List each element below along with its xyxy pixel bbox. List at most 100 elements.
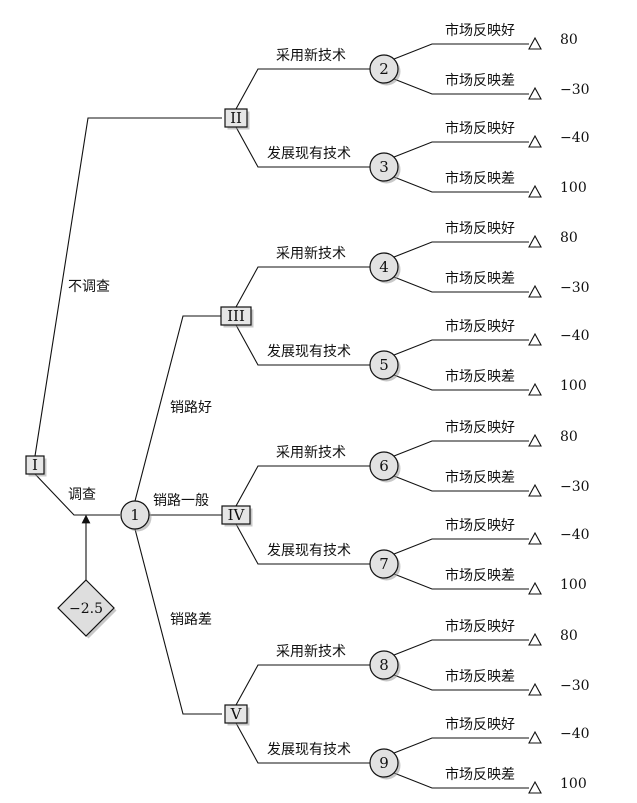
edge-sales-normal-new-tech <box>235 465 370 507</box>
chance-node-3 <box>369 152 399 182</box>
terminal-sales-normal-existing-tech-market-bad <box>528 581 542 595</box>
branch-label-sales-normal-existing-tech: 发展现有技术 <box>267 543 351 559</box>
decision-node-no-survey <box>224 108 248 128</box>
decision-node-sales-normal <box>221 505 251 525</box>
edge-no-survey-existing-tech-market-bad <box>393 176 529 193</box>
chance-node-6 <box>369 451 399 481</box>
chance-node-4-label: 4 <box>379 258 389 276</box>
decision-node-sales-good <box>220 306 252 326</box>
decision-node-sales-normal-label: IV <box>228 506 246 524</box>
edge-no-survey-new-tech-market-bad <box>393 78 529 95</box>
edge-sales-bad-existing-tech-market-bad <box>393 772 529 789</box>
edge-survey <box>34 473 120 516</box>
edge-sales-normal-existing-tech <box>235 523 370 565</box>
chance-node-7-label: 7 <box>379 555 389 573</box>
decision-node-sales-bad <box>224 704 248 724</box>
decision-node-root <box>25 455 45 475</box>
branch-label-no-survey: 不调查 <box>68 279 110 295</box>
branch-label-sales-bad-new-tech-market-good: 市场反映好 <box>445 618 515 635</box>
branch-label-sales-bad-new-tech-market-bad: 市场反映差 <box>445 668 515 685</box>
decision-node-sales-bad-label: V <box>230 705 243 723</box>
survey-cost-value: −2.5 <box>69 601 103 617</box>
terminal-no-survey-new-tech-market-bad <box>528 86 542 100</box>
branch-label-sales-normal-existing-tech-market-good: 市场反映好 <box>445 517 515 534</box>
branch-label-no-survey-new-tech-market-bad: 市场反映差 <box>445 72 515 89</box>
payoff-sales-normal-new-tech-market-bad: −30 <box>560 479 590 495</box>
branch-label-sales-bad-existing-tech: 发展现有技术 <box>267 742 351 758</box>
chance-node-8 <box>369 650 399 680</box>
branch-label-sales-good-new-tech: 采用新技术 <box>276 246 346 262</box>
edge-sales-good-existing-tech-market-good <box>393 339 529 356</box>
payoff-sales-good-existing-tech-market-bad: 100 <box>560 378 587 394</box>
payoff-sales-bad-existing-tech-market-bad: 100 <box>560 776 587 792</box>
chance-node-4 <box>369 252 399 282</box>
branch-label-survey: 调查 <box>68 487 96 503</box>
branch-label-sales-normal-existing-tech-market-bad: 市场反映差 <box>445 567 515 584</box>
edge-sales-normal-existing-tech-market-bad <box>393 573 529 590</box>
terminal-sales-good-existing-tech-market-bad <box>528 382 542 396</box>
chance-node-9-label: 9 <box>379 754 389 772</box>
edge-sales-bad-new-tech <box>235 664 370 706</box>
branch-label-sales-normal-new-tech-market-good: 市场反映好 <box>445 419 515 436</box>
terminal-sales-bad-new-tech-market-good <box>528 632 542 646</box>
payoff-sales-bad-new-tech-market-bad: −30 <box>560 678 590 694</box>
terminal-sales-bad-new-tech-market-bad <box>528 682 542 696</box>
edge-sales-good-existing-tech <box>235 324 370 366</box>
branch-label-no-survey-existing-tech: 发展现有技术 <box>267 146 351 162</box>
decision-node-root-label: I <box>32 456 38 474</box>
payoff-sales-good-existing-tech-market-good: −40 <box>560 328 590 344</box>
payoff-sales-normal-existing-tech-market-bad: 100 <box>560 577 587 593</box>
chance-node-5 <box>369 350 399 380</box>
chance-node-9 <box>369 748 399 778</box>
edge-sales-normal-new-tech-market-good <box>393 440 529 457</box>
terminal-sales-normal-existing-tech-market-good <box>528 531 542 545</box>
terminal-sales-good-new-tech-market-good <box>528 234 542 248</box>
chance-node-7 <box>369 549 399 579</box>
payoff-sales-good-new-tech-market-good: 80 <box>560 230 578 246</box>
branch-label-sales-bad: 销路差 <box>170 612 212 628</box>
branch-label-sales-normal-new-tech-market-bad: 市场反映差 <box>445 469 515 486</box>
chance-node-5-label: 5 <box>379 356 389 374</box>
chance-node-1 <box>120 500 150 530</box>
payoff-no-survey-new-tech-market-good: 80 <box>560 32 578 48</box>
branch-label-sales-bad-new-tech: 采用新技术 <box>276 644 346 660</box>
edge-sales-bad-new-tech-market-bad <box>393 674 529 691</box>
payoff-no-survey-new-tech-market-bad: −30 <box>560 82 590 98</box>
decision-node-sales-good-label: III <box>227 307 245 325</box>
chance-node-6-label: 6 <box>379 457 389 475</box>
edge-sales-bad <box>134 528 222 715</box>
terminal-sales-bad-existing-tech-market-good <box>528 730 542 744</box>
branch-label-sales-bad-existing-tech-market-good: 市场反映好 <box>445 716 515 733</box>
branch-label-sales-good-new-tech-market-bad: 市场反映差 <box>445 270 515 287</box>
edge-no-survey-existing-tech <box>235 126 370 168</box>
edge-sales-good-existing-tech-market-bad <box>393 374 529 391</box>
terminal-no-survey-existing-tech-market-good <box>528 134 542 148</box>
tree-nodes <box>25 36 542 794</box>
edge-sales-bad-existing-tech <box>235 722 370 764</box>
survey-cost-diamond <box>57 579 115 637</box>
chance-node-8-label: 8 <box>379 656 389 674</box>
edge-sales-bad-new-tech-market-good <box>393 639 529 656</box>
branch-label-sales-good-existing-tech: 发展现有技术 <box>267 344 351 360</box>
edge-sales-good-new-tech-market-good <box>393 241 529 258</box>
terminal-sales-normal-new-tech-market-good <box>528 433 542 447</box>
edge-sales-good-new-tech <box>235 266 370 308</box>
branch-label-no-survey-existing-tech-market-bad: 市场反映差 <box>445 170 515 187</box>
branch-label-sales-good: 销路好 <box>170 400 212 416</box>
decision-node-no-survey-label: II <box>230 109 242 127</box>
edge-sales-good-new-tech-market-bad <box>393 276 529 293</box>
chance-node-2 <box>369 54 399 84</box>
payoff-sales-bad-existing-tech-market-good: −40 <box>560 726 590 742</box>
branch-label-no-survey-new-tech: 采用新技术 <box>276 48 346 64</box>
edge-no-survey-new-tech-market-good <box>393 43 529 60</box>
terminal-sales-good-existing-tech-market-good <box>528 332 542 346</box>
edge-sales-normal-new-tech-market-bad <box>393 475 529 492</box>
edge-no-survey-new-tech <box>235 68 370 110</box>
edge-sales-bad-existing-tech-market-good <box>393 737 529 754</box>
edge-sales-good <box>134 315 222 502</box>
chance-node-1-label: 1 <box>130 506 140 524</box>
edge-no-survey-existing-tech-market-good <box>393 141 529 158</box>
branch-label-no-survey-new-tech-market-good: 市场反映好 <box>445 22 515 39</box>
chance-node-3-label: 3 <box>379 158 389 176</box>
